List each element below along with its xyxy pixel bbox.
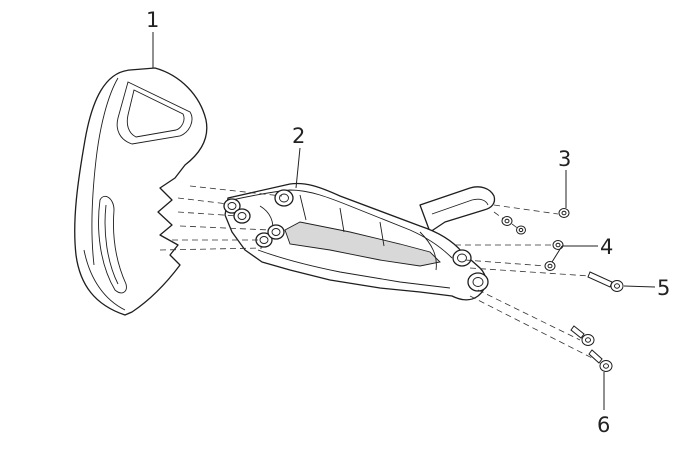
assembly-lines-cover (159, 185, 283, 251)
part-4-nuts (544, 240, 564, 271)
part-3-fasteners (501, 208, 570, 235)
part-1-front-cover (74, 67, 208, 316)
callout-4: 4 (600, 235, 613, 259)
leader-lines (152, 32, 656, 410)
callout-1: 1 (146, 8, 159, 32)
callout-3: 3 (558, 147, 571, 171)
part-2-bracket-arm (223, 182, 496, 301)
callout-6: 6 (597, 413, 610, 437)
callout-2: 2 (292, 124, 305, 148)
part-5-long-bolt (587, 271, 624, 292)
assembly-lines-hardware (455, 204, 601, 363)
part-6-bolts (570, 325, 613, 372)
callout-5: 5 (657, 276, 670, 300)
